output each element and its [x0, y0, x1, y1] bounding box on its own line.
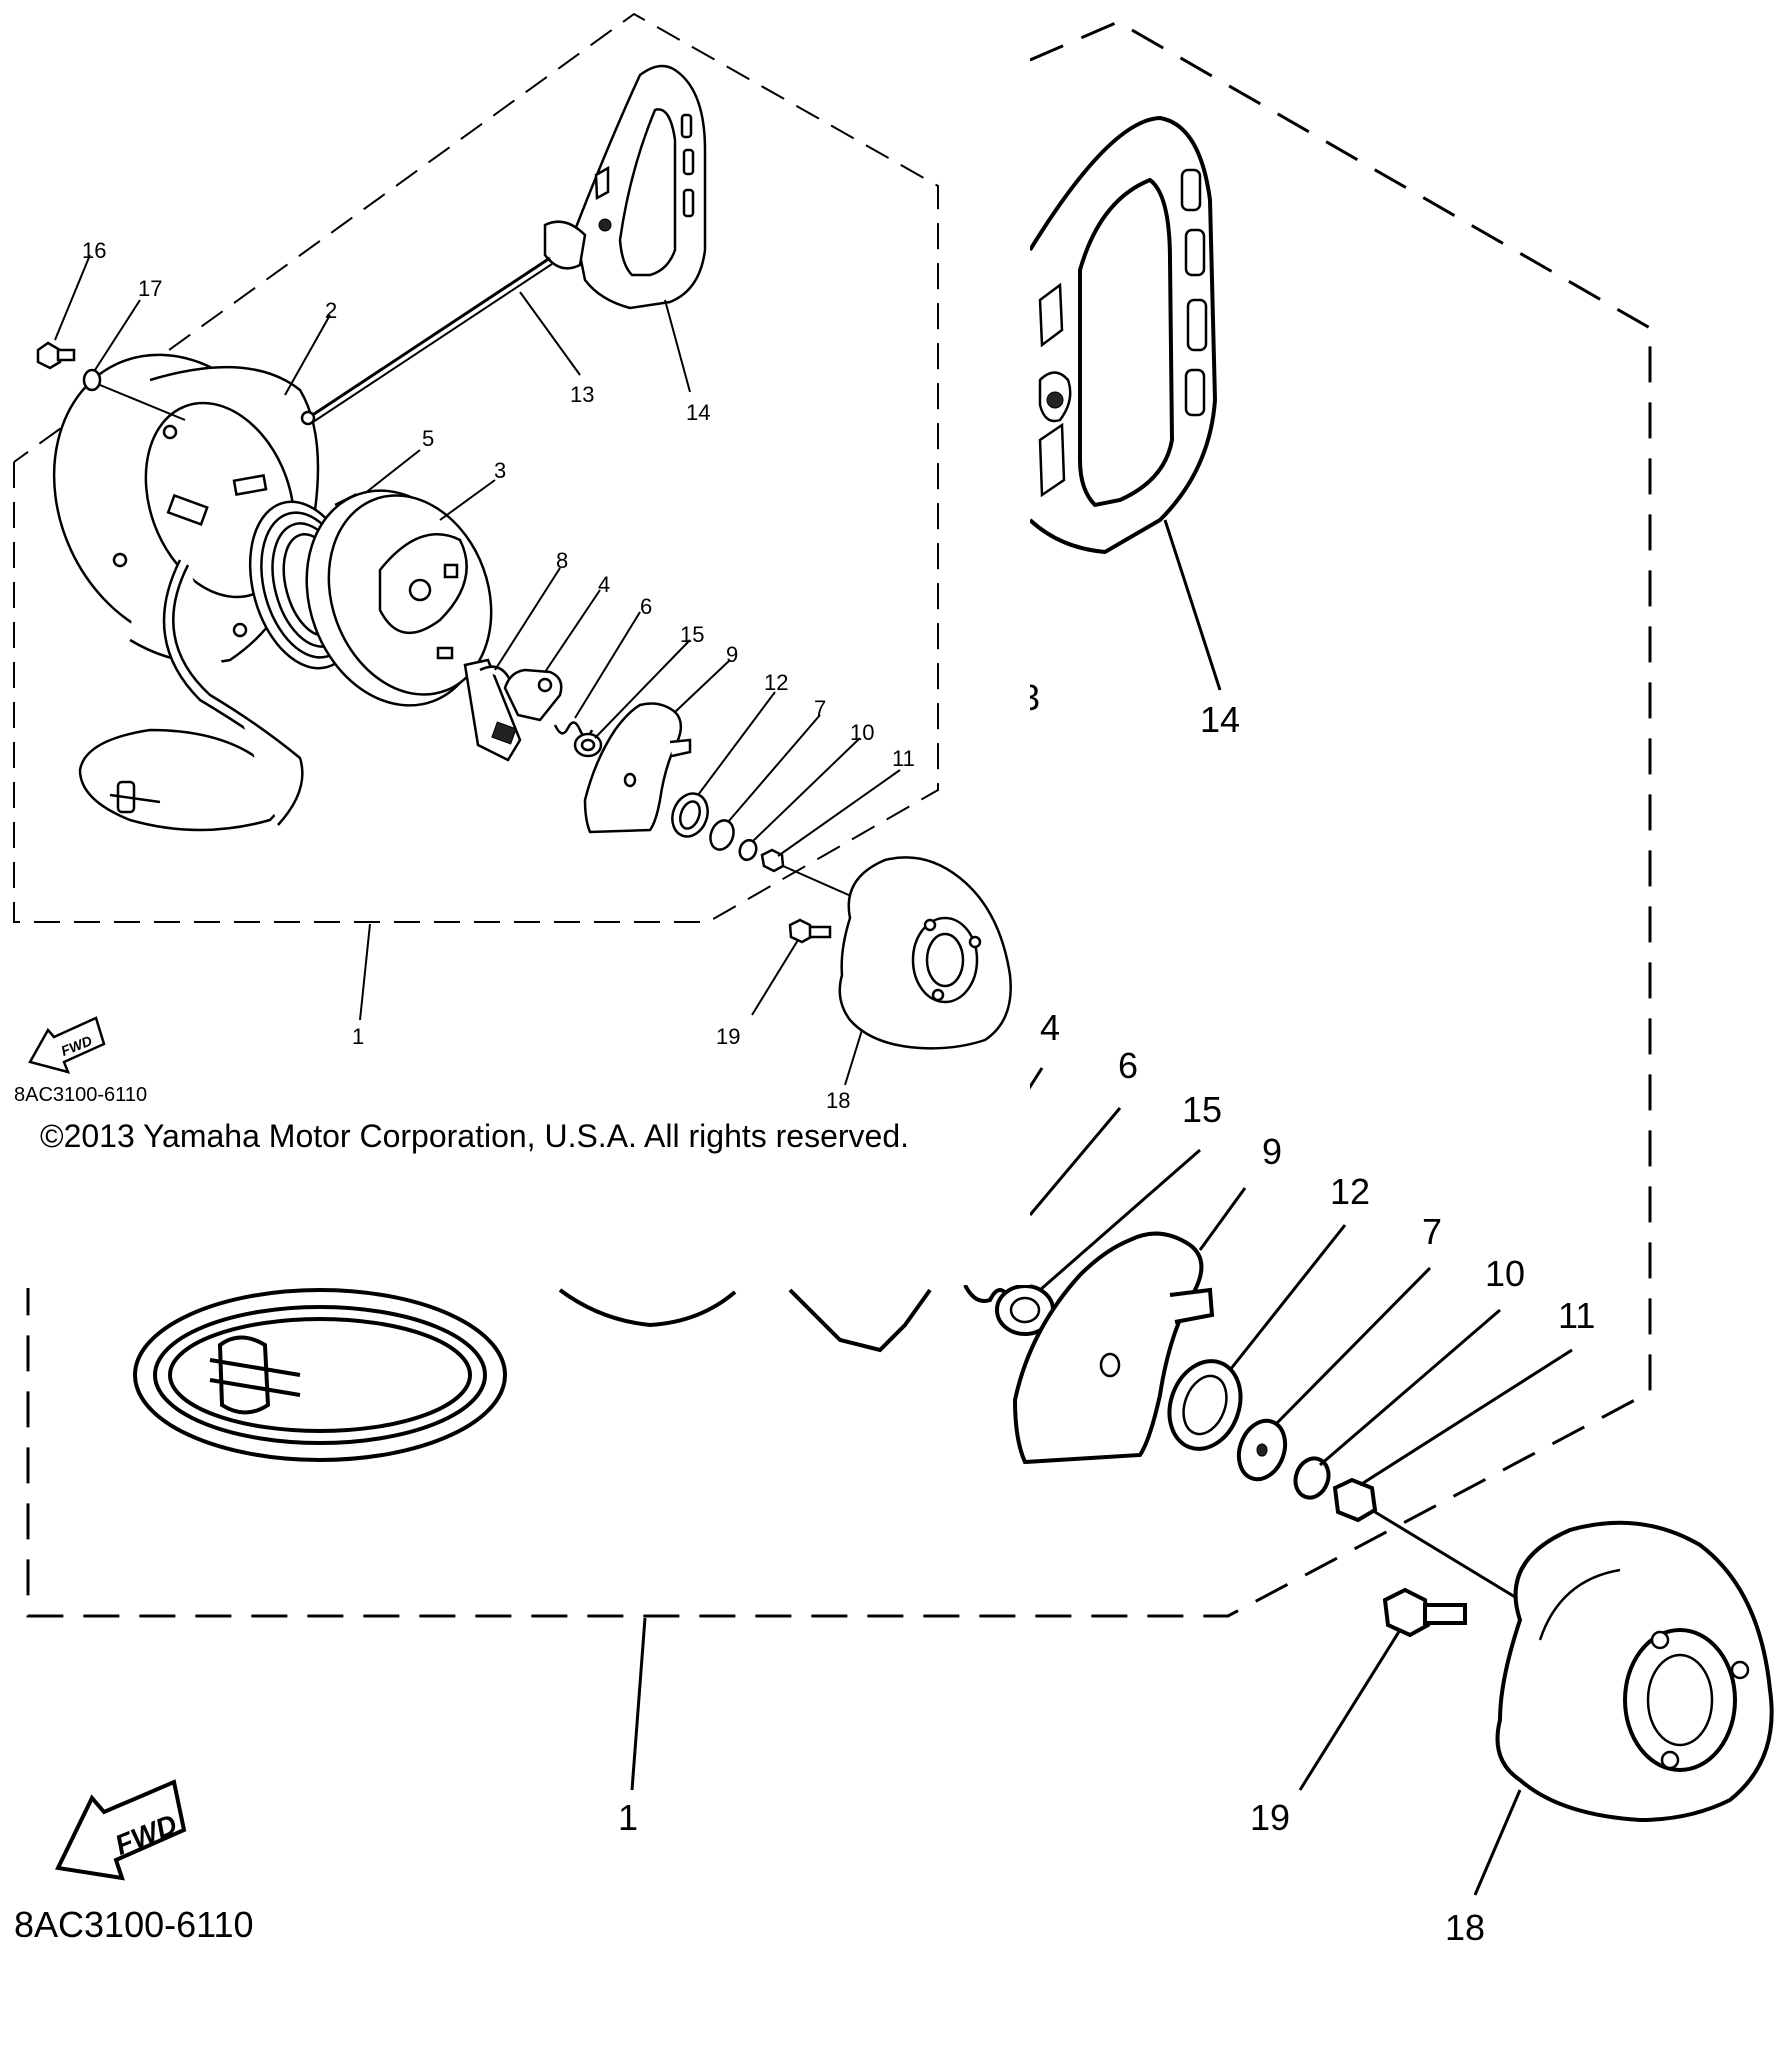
leader-small-11	[777, 769, 901, 857]
leader-large-19	[1298, 1629, 1402, 1791]
small-hub	[838, 856, 1012, 1050]
leader-large-12	[1228, 1224, 1347, 1371]
small-fwd-arrow-icon: FWD	[28, 1016, 106, 1074]
large-label-4: 4	[1040, 1007, 1060, 1048]
large-nut-11	[1332, 1477, 1378, 1523]
leader-small-14	[664, 299, 691, 393]
small-label-16: 16	[82, 238, 106, 263]
small-label-1: 1	[352, 1024, 364, 1049]
small-label-9: 9	[726, 642, 738, 667]
small-label-5: 5	[422, 426, 434, 451]
large-view: 3 14 4 6 15 9 12 7 10 11 1 19 18 FWD	[26, 20, 1774, 1948]
leader-small-2	[284, 314, 331, 396]
small-label-2: 2	[325, 298, 337, 323]
leader-large-11	[1359, 1348, 1573, 1487]
leader-small-7	[727, 714, 821, 823]
large-starter-handle	[1028, 115, 1218, 555]
small-label-19: 19	[716, 1024, 740, 1049]
large-drum-edge	[558, 1288, 737, 1328]
leader-small-4	[544, 589, 601, 673]
large-label-1: 1	[618, 1797, 638, 1838]
large-label-11: 11	[1558, 1295, 1595, 1336]
small-assembly-boundary	[13, 12, 939, 923]
leader-small-16	[54, 254, 91, 341]
leader-large-18	[1473, 1789, 1522, 1896]
large-axis-line	[1374, 1510, 1521, 1602]
small-label-12: 12	[764, 670, 788, 695]
leader-small-19	[751, 939, 799, 1016]
small-washer-17	[82, 368, 102, 392]
leader-small-18	[844, 1029, 863, 1086]
small-plate	[583, 702, 692, 834]
copyright-notice: ©2013 Yamaha Motor Corporation, U.S.A. A…	[40, 1118, 910, 1154]
small-label-13: 13	[570, 382, 594, 407]
leader-large-4	[1026, 1067, 1044, 1091]
small-drum	[305, 489, 493, 707]
large-label-7: 7	[1422, 1211, 1442, 1252]
leader-large-10	[1319, 1308, 1501, 1467]
leader-small-1	[359, 923, 371, 1021]
small-starter-handle	[543, 64, 707, 310]
large-label-18: 18	[1445, 1907, 1485, 1948]
small-label-11: 11	[892, 746, 915, 771]
large-hub-18	[1495, 1520, 1774, 1823]
leader-small-15	[594, 639, 691, 739]
small-view: 16 17 2 13 14 5 3 8 4 6 15 9 12 7 10 11 …	[0, 0, 1030, 1285]
leader-small-13	[519, 291, 581, 376]
small-label-14: 14	[686, 400, 710, 425]
large-label-19: 19	[1250, 1797, 1290, 1838]
small-label-7: 7	[814, 696, 826, 721]
large-bolt-19	[1382, 1587, 1467, 1638]
leader-large-15	[1039, 1148, 1201, 1292]
leader-large-14	[1163, 519, 1222, 691]
leader-small-12	[697, 691, 776, 796]
small-pawl	[463, 658, 522, 762]
large-assembly-boundary	[26, 20, 1652, 1618]
large-pawl-fragment	[788, 1288, 932, 1353]
large-fwd-arrow-icon: FWD	[55, 1779, 187, 1881]
leader-large-1	[630, 1617, 647, 1791]
leader-small-8	[494, 567, 561, 671]
leader-small-10	[751, 737, 861, 843]
large-label-15: 15	[1182, 1089, 1222, 1130]
small-bolt-19	[788, 918, 832, 944]
part-code-large: 8AC3100-6110	[14, 1904, 254, 1945]
small-clip-10	[738, 838, 758, 862]
large-clip-10	[1293, 1456, 1331, 1500]
large-plate-9	[1012, 1231, 1215, 1465]
large-cord-coil	[133, 1288, 507, 1462]
leader-large-7	[1273, 1266, 1432, 1427]
small-label-10: 10	[850, 720, 874, 745]
small-label-15: 15	[680, 622, 704, 647]
large-label-6: 6	[1118, 1045, 1138, 1086]
leader-large-6	[1028, 1107, 1122, 1216]
small-starter-cord-coil	[78, 559, 304, 832]
small-starter-case	[52, 353, 320, 664]
small-bolt-16	[36, 341, 76, 370]
small-label-6: 6	[640, 594, 652, 619]
large-label-10: 10	[1485, 1253, 1525, 1294]
part-code-small: 8AC3100-6110	[14, 1084, 148, 1106]
small-label-4: 4	[598, 572, 610, 597]
leader-large-9	[1198, 1187, 1247, 1251]
small-label-18: 18	[826, 1088, 850, 1113]
large-label-12: 12	[1330, 1171, 1370, 1212]
leader-small-17	[94, 299, 141, 371]
large-label-14: 14	[1200, 699, 1240, 740]
small-label-8: 8	[556, 548, 568, 573]
large-label-9: 9	[1262, 1131, 1282, 1172]
small-nut-11	[760, 848, 785, 873]
small-starter-rope	[304, 256, 551, 422]
small-axis-line	[782, 865, 861, 901]
leader-small-3	[439, 479, 496, 521]
small-label-3: 3	[494, 458, 506, 483]
small-guide	[503, 668, 563, 722]
leader-small-9	[674, 659, 731, 713]
leader-small-6	[574, 611, 641, 719]
small-label-17: 17	[138, 276, 162, 301]
small-washer-7	[709, 819, 735, 851]
